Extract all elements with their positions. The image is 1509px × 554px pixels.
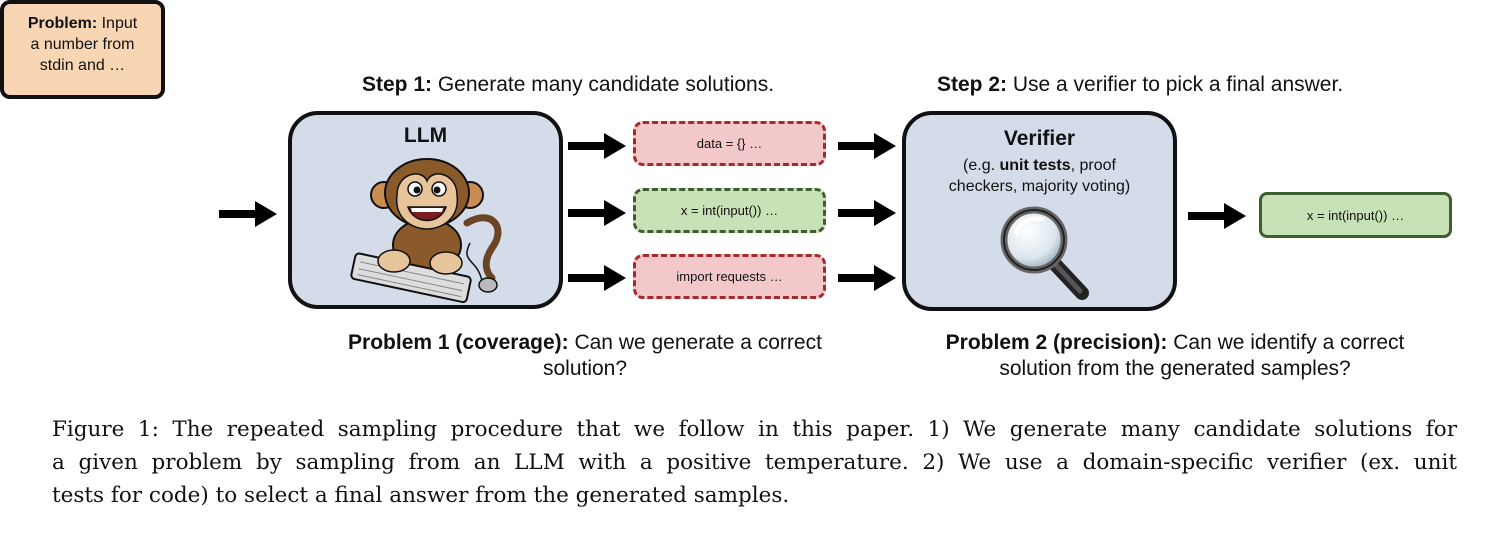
candidate-solution-3: import requests … — [633, 254, 826, 299]
problem1-label: Problem 1 (coverage): — [348, 331, 569, 354]
caption-line1: Figure 1: The repeated sampling procedur… — [52, 417, 1457, 442]
arrow-candidate-1-to-verifier — [838, 133, 896, 159]
problem-label: Problem: — [27, 15, 98, 32]
problem-box: Problem: Input a number from stdin and … — [0, 0, 165, 99]
problem-line1: Problem: Input — [4, 13, 161, 34]
arrow-llm-to-candidate-3 — [568, 265, 626, 291]
caption-line2: a given problem by sampling from an LLM … — [52, 450, 1457, 475]
final-answer-box: x = int(input()) … — [1259, 192, 1452, 238]
verifier-box: Verifier (e.g. unit tests, proof checker… — [902, 111, 1177, 311]
problem1-text: Problem 1 (coverage): Can we generate a … — [300, 330, 870, 382]
verifier-line2: checkers, majority voting) — [948, 178, 1131, 195]
candidate-solution-1: data = {} … — [633, 121, 826, 166]
problem2-question: Can we identify a correct — [1167, 331, 1405, 354]
arrow-llm-to-candidate-1 — [568, 133, 626, 159]
problem-line2: a number from — [30, 36, 135, 53]
llm-box: LLM — [288, 111, 563, 309]
step2-text: Use a verifier to pick a final answer. — [1007, 73, 1344, 96]
caption-line3: tests for code) to select a final answer… — [52, 483, 790, 508]
verifier-prefix: (e.g. — [963, 157, 1000, 174]
problem1-line2: solution? — [542, 357, 628, 380]
candidate-text-2: x = int(input()) … — [680, 203, 779, 218]
final-answer-text: x = int(input()) … — [1306, 207, 1405, 223]
problem2-line1: Problem 2 (precision): Can we identify a… — [890, 330, 1460, 356]
problem1-line1: Problem 1 (coverage): Can we generate a … — [300, 330, 870, 356]
verifier-title: Verifier — [1003, 127, 1076, 150]
verifier-suffix: , proof — [1070, 157, 1116, 174]
arrow-llm-to-candidate-2 — [568, 200, 626, 226]
problem-line3: stdin and … — [39, 57, 126, 74]
problem-text-1: Input — [97, 15, 138, 32]
arrow-verifier-to-final — [1188, 203, 1246, 229]
problem2-text: Problem 2 (precision): Can we identify a… — [890, 330, 1460, 382]
step1-text: Generate many candidate solutions. — [432, 73, 775, 96]
step2-heading: Step 2: Use a verifier to pick a final a… — [937, 73, 1343, 97]
arrow-candidate-3-to-verifier — [838, 265, 896, 291]
arrow-candidate-2-to-verifier — [838, 200, 896, 226]
candidate-text-3: import requests … — [676, 269, 783, 284]
problem1-question: Can we generate a correct — [568, 331, 822, 354]
verifier-line1: (e.g. unit tests, proof — [906, 155, 1173, 176]
step2-label: Step 2: — [937, 73, 1008, 96]
candidate-solution-2: x = int(input()) … — [633, 188, 826, 233]
llm-title: LLM — [403, 124, 448, 147]
figure-caption: Figure 1: The repeated sampling procedur… — [52, 413, 1457, 512]
problem2-line2: solution from the generated samples? — [999, 357, 1351, 380]
step1-heading: Step 1: Generate many candidate solution… — [362, 73, 774, 97]
monkey-typing-icon — [350, 158, 502, 303]
arrow-problem-to-llm — [219, 201, 277, 227]
magnifying-glass-icon — [1000, 206, 1089, 300]
verifier-bold: unit tests — [999, 157, 1071, 174]
candidate-text-1: data = {} … — [696, 136, 763, 151]
step1-label: Step 1: — [362, 73, 433, 96]
problem2-label: Problem 2 (precision): — [945, 331, 1168, 354]
verifier-description: (e.g. unit tests, proof checkers, majori… — [906, 155, 1173, 197]
